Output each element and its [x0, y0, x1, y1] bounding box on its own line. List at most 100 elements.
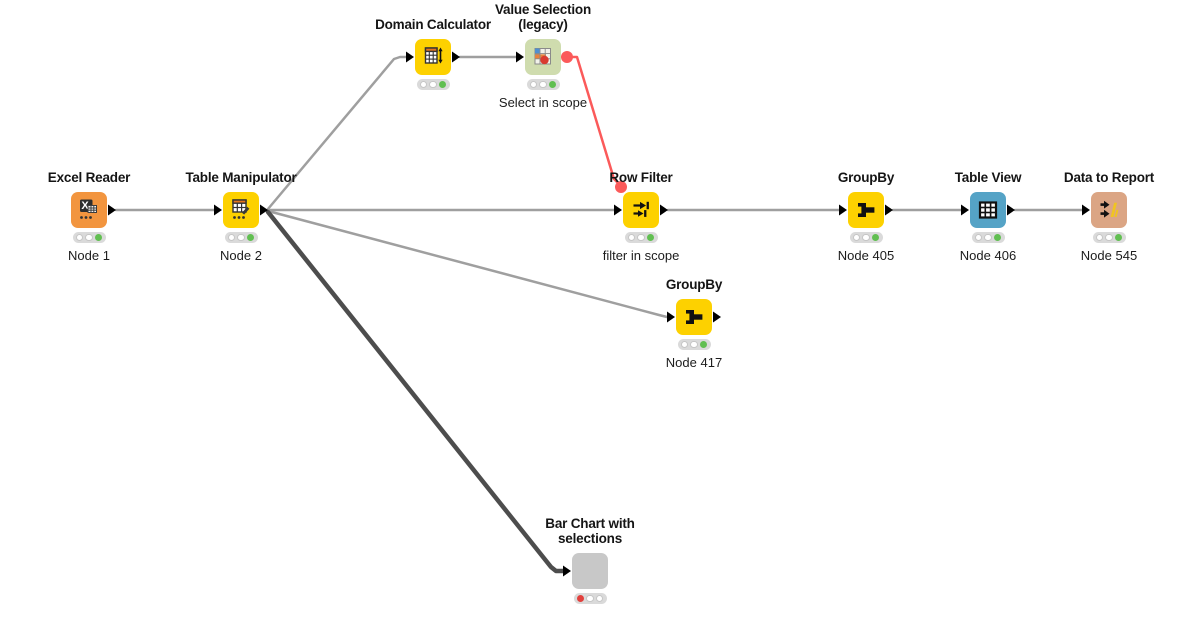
excel-reader-output-port[interactable]: [108, 204, 116, 216]
row-filter-input-port[interactable]: [614, 204, 622, 216]
node-title-excel-reader: Excel Reader: [47, 170, 131, 185]
status-green-light: [993, 233, 1002, 242]
node-label-groupby-417: Node 417: [665, 355, 723, 370]
groupby-icon: [676, 299, 712, 335]
node-bar-chart-with-selections[interactable]: [572, 553, 608, 589]
groupby-405-input-port[interactable]: [839, 204, 847, 216]
status-green-light: [871, 233, 880, 242]
status-off-light: [627, 233, 636, 242]
node-title-groupby-417: GroupBy: [665, 277, 723, 292]
node-title-value-selection-legacy: Value Selection (legacy): [494, 2, 592, 32]
data-to-report-icon: [1091, 192, 1127, 228]
node-status-light-table-manipulator: [224, 232, 258, 243]
table-manipulator-output-port[interactable]: [260, 204, 268, 216]
node-value-selection-legacy[interactable]: [525, 39, 561, 75]
node-label-excel-reader: Node 1: [68, 248, 110, 263]
node-groupby-417[interactable]: [676, 299, 712, 335]
status-off-light: [974, 233, 983, 242]
status-green-light: [548, 80, 557, 89]
table-manipulator-input-port[interactable]: [214, 204, 222, 216]
status-off-light: [85, 233, 93, 242]
node-title-table-manipulator: Table Manipulator: [185, 170, 297, 185]
status-off-light: [984, 233, 992, 242]
node-status-light-groupby-417: [677, 339, 711, 350]
connection-table-manipulator--groupby-417[interactable]: [266, 209, 669, 319]
status-green-light: [246, 233, 255, 242]
table-view-output-port[interactable]: [1007, 204, 1015, 216]
node-status-light-row-filter: [624, 232, 658, 243]
table-manipulator-icon: [223, 192, 259, 228]
status-off-light: [75, 233, 84, 242]
node-title-groupby-405: GroupBy: [837, 170, 895, 185]
row-filter-selection-input-port[interactable]: [615, 181, 627, 193]
status-green-light: [699, 340, 708, 349]
status-off-light: [637, 233, 645, 242]
node-label-groupby-405: Node 405: [837, 248, 895, 263]
status-off-light: [1095, 233, 1104, 242]
value-selection-legacy-selection-output-port[interactable]: [561, 51, 573, 63]
status-off-light: [862, 233, 870, 242]
table-view-icon: [970, 192, 1006, 228]
node-title-domain-calculator: Domain Calculator: [375, 17, 491, 32]
data-to-report-input-port[interactable]: [1082, 204, 1090, 216]
row-filter-output-port[interactable]: [660, 204, 668, 216]
node-table-manipulator[interactable]: [223, 192, 259, 228]
node-status-light-excel-reader: [72, 232, 106, 243]
status-green-light: [94, 233, 103, 242]
node-status-light-bar-chart-with-selections: [573, 593, 607, 604]
node-status-light-value-selection-legacy: [526, 79, 560, 90]
status-off-light: [429, 80, 437, 89]
node-status-light-data-to-report: [1092, 232, 1126, 243]
status-off-light: [690, 340, 698, 349]
node-status-light-domain-calculator: [416, 79, 450, 90]
node-label-value-selection-legacy: Select in scope: [498, 95, 588, 110]
connection-value-selection-legacy--row-filter[interactable]: [564, 55, 623, 188]
groupby-405-output-port[interactable]: [885, 204, 893, 216]
status-off-light: [680, 340, 689, 349]
status-off-light: [419, 80, 428, 89]
node-label-row-filter: filter in scope: [602, 248, 680, 263]
status-off-light: [529, 80, 538, 89]
groupby-417-output-port[interactable]: [713, 311, 721, 323]
status-off-light: [595, 594, 604, 603]
status-off-light: [227, 233, 236, 242]
value-selection-icon: [525, 39, 561, 75]
connection-table-manipulator--domain-calculator[interactable]: [266, 55, 408, 211]
domain-calculator-icon: [415, 39, 451, 75]
node-title-bar-chart-with-selections: Bar Chart with selections: [545, 516, 635, 546]
status-red-light: [576, 594, 585, 603]
table-view-input-port[interactable]: [961, 204, 969, 216]
bar-chart-with-selections-input-port[interactable]: [563, 565, 571, 577]
node-title-data-to-report: Data to Report: [1063, 170, 1155, 185]
groupby-icon: [848, 192, 884, 228]
node-status-light-groupby-405: [849, 232, 883, 243]
node-title-row-filter: Row Filter: [609, 170, 673, 185]
value-selection-legacy-input-port[interactable]: [516, 51, 524, 63]
status-off-light: [539, 80, 547, 89]
node-status-light-table-view: [971, 232, 1005, 243]
node-groupby-405[interactable]: [848, 192, 884, 228]
status-green-light: [1114, 233, 1123, 242]
connection-table-manipulator--bar-chart-with-selections[interactable]: [265, 209, 566, 574]
node-data-to-report[interactable]: [1091, 192, 1127, 228]
status-off-light: [586, 594, 594, 603]
node-title-table-view: Table View: [954, 170, 1022, 185]
node-row-filter[interactable]: [623, 192, 659, 228]
node-excel-reader[interactable]: X: [71, 192, 107, 228]
node-label-data-to-report: Node 545: [1080, 248, 1138, 263]
node-table-view[interactable]: [970, 192, 1006, 228]
groupby-417-input-port[interactable]: [667, 311, 675, 323]
domain-calculator-input-port[interactable]: [406, 51, 414, 63]
node-domain-calculator[interactable]: [415, 39, 451, 75]
svg-text:X: X: [81, 200, 89, 212]
status-off-light: [237, 233, 245, 242]
row-filter-icon: [623, 192, 659, 228]
node-label-table-view: Node 406: [959, 248, 1017, 263]
status-green-light: [646, 233, 655, 242]
status-off-light: [1105, 233, 1113, 242]
status-green-light: [438, 80, 447, 89]
status-off-light: [852, 233, 861, 242]
domain-calculator-output-port[interactable]: [452, 51, 460, 63]
